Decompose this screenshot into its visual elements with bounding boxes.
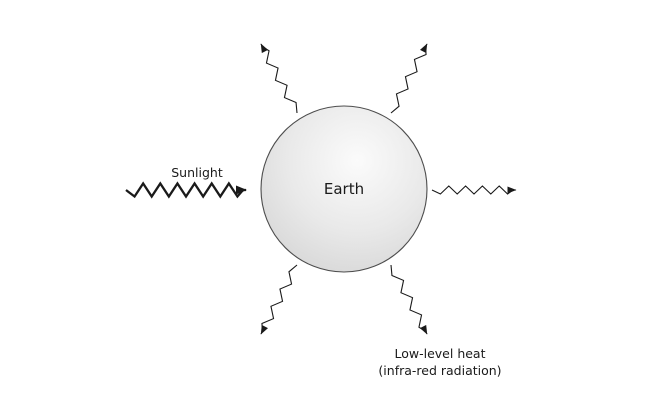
heat-label-line2: (infra-red radiation) (378, 363, 501, 378)
radiation-arrow-lower-left (260, 264, 298, 335)
radiation-arrow-lower-right (390, 264, 428, 335)
sunlight-label: Sunlight (171, 165, 223, 180)
earth-sphere (260, 105, 428, 273)
radiation-arrow-right (431, 185, 517, 195)
radiation-arrow-upper-right (390, 43, 428, 114)
sunlight-arrow (125, 181, 247, 199)
heat-label-line1: Low-level heat (395, 346, 486, 361)
earth-label: Earth (324, 180, 364, 198)
radiation-arrow-upper-left (260, 43, 298, 114)
